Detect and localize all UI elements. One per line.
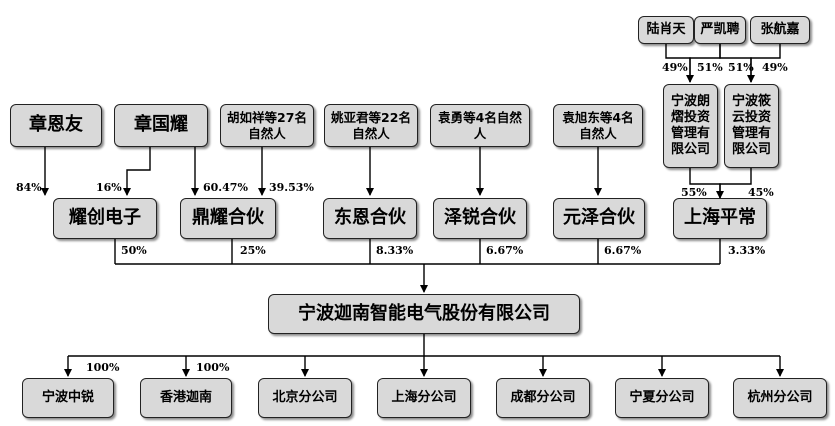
node-shanghai-pingchang: 上海平常 [673, 198, 767, 239]
edge-label-e-yan-langxi: 51% [697, 61, 723, 74]
edge-label-e-hu-dingyao: 39.53% [269, 181, 314, 194]
node-yuan-xudong-group: 袁旭东等4名自然人 [553, 104, 643, 147]
edge-label-e-lu-langxi: 49% [662, 61, 688, 74]
node-ningbo-zhongrui: 宁波中锐 [22, 378, 114, 418]
node-zerui: 泽锐合伙 [433, 198, 527, 239]
node-chengdu-branch: 成都分公司 [496, 378, 590, 418]
node-dingyao: 鼎耀合伙 [180, 198, 276, 239]
edge-label-e-dingyao-main: 25% [240, 244, 266, 257]
edge-label-e-langxi-shpc: 55% [681, 186, 707, 199]
node-shanghai-branch: 上海分公司 [377, 378, 471, 418]
edge-label-e-main-zhongrui: 100% [86, 361, 120, 374]
node-yuan-yong-group: 袁勇等4名自然人 [430, 104, 530, 147]
node-zhang-guoyao: 章国耀 [114, 104, 208, 147]
edge-e-guoyao-yaochuang [123, 147, 151, 196]
node-beijing-branch: 北京分公司 [258, 378, 352, 418]
node-yuanze: 元泽合伙 [553, 198, 645, 239]
edge-e-zhanghj-xiaoyun [750, 44, 781, 82]
node-yaochuang: 耀创电子 [53, 198, 157, 239]
edge-label-e-yan-xiaoyun: 51% [728, 61, 754, 74]
edge-e-xiaoyun-shpc [719, 168, 752, 198]
node-hu-ruxiang-group: 胡如祥等27名自然人 [220, 104, 314, 147]
edge-label-e-yaochuang-main: 50% [121, 244, 147, 257]
node-zhang-enyou: 章恩友 [10, 104, 102, 147]
node-yao-yajun-group: 姚亚君等22名自然人 [324, 104, 418, 147]
node-ningxia-branch: 宁夏分公司 [615, 378, 709, 418]
edge-label-e-guoyao-yaochuang: 16% [96, 181, 122, 194]
edge-label-e-xiaoyun-shpc: 45% [748, 186, 774, 199]
node-main-company: 宁波迦南智能电气股份有限公司 [268, 294, 580, 334]
edge-label-e-guoyao-dingyao: 60.47% [203, 181, 248, 194]
node-yan-kaipin: 严凯聘 [694, 16, 746, 44]
node-hk-jianan: 香港迦南 [140, 378, 232, 418]
node-ningbo-langxi: 宁波朗熠投资管理有限公司 [663, 84, 718, 168]
edge-label-e-enyou-yaochuang: 84% [16, 181, 42, 194]
node-lu-xiaotian: 陆肖天 [638, 16, 694, 44]
edge-label-e-zerui-main: 6.67% [486, 244, 524, 257]
edge-label-e-dongen-main: 8.33% [376, 244, 414, 257]
node-zhang-hangjia: 张航嘉 [750, 16, 810, 44]
node-dongen: 东恩合伙 [323, 198, 417, 239]
node-hangzhou-branch: 杭州分公司 [733, 378, 827, 418]
node-ningbo-xiaoyun: 宁波筱云投资管理有限公司 [724, 84, 779, 168]
edge-label-e-main-hk: 100% [196, 361, 230, 374]
edge-label-e-yuanze-main: 6.67% [604, 244, 642, 257]
edge-label-e-shpc-main: 3.33% [728, 244, 766, 257]
edge-label-e-zhanghj-xiaoyun: 49% [762, 61, 788, 74]
